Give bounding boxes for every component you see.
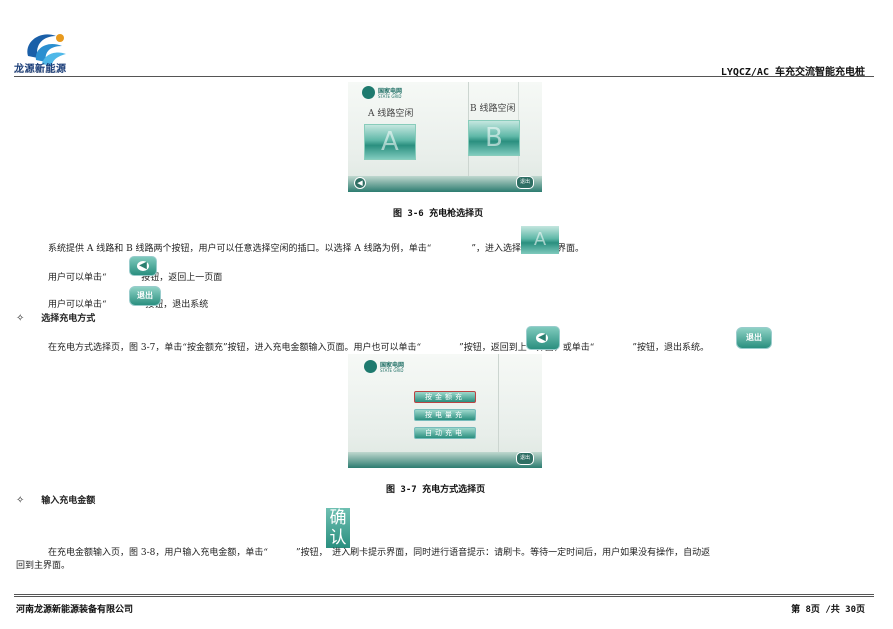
- document-title: LYQCZ/AC 车充交流智能充电桩: [720, 67, 865, 78]
- line-a-button-icon: A: [521, 226, 559, 254]
- footer-rule-top: [14, 594, 874, 595]
- para-exit-instruction: 用户可以单击“”按钮，退出系统: [48, 300, 209, 310]
- section-charge-mode-heading: ✧ 选择充电方式: [16, 313, 96, 324]
- footer-company: 河南龙源新能源装备有限公司: [16, 605, 134, 615]
- brand-cn-2: 国家电网: [380, 362, 405, 369]
- confirm-button-icon: 确认: [326, 508, 350, 548]
- exit-button-icon-inline-2: 退出: [736, 327, 772, 349]
- para-amount-input-line2: 回到主界面。: [16, 561, 71, 571]
- header-rule: [14, 76, 874, 77]
- state-grid-logo-icon: [362, 86, 375, 99]
- figure-3-7-screenshot: 国家电网 STATE GRID 退出: [348, 354, 542, 468]
- line-b-status: B 线路空闲: [470, 104, 516, 114]
- back-arrow-icon-inline-2: ◀: [526, 326, 560, 350]
- charge-by-energy-button[interactable]: 按电量充: [414, 409, 476, 421]
- brand-en-2: STATE GRID: [380, 368, 404, 373]
- figure-3-6-caption: 图 3-6 充电枪选择页: [393, 209, 484, 219]
- company-logo-subtext: LONG YUAN NEW ENERGY: [14, 70, 60, 74]
- line-b-button[interactable]: B: [468, 120, 520, 156]
- footer-rule-bottom: [14, 596, 874, 597]
- para-back-instruction: 用户可以单击“”按钮，返回上一页面: [48, 273, 223, 283]
- para-charge-mode: 在充电方式选择页，图 3-7，单击“按金额充”按钮，进入充电金额输入页面。用户也…: [48, 343, 709, 353]
- brand-en: STATE GRID: [378, 94, 402, 99]
- figure-3-7-caption: 图 3-7 充电方式选择页: [386, 485, 486, 495]
- diamond-bullet-icon-2: ✧: [16, 495, 25, 506]
- auto-charge-button[interactable]: 自动充电: [414, 427, 476, 439]
- line-a-button[interactable]: A: [364, 124, 416, 160]
- diamond-bullet-icon: ✧: [16, 313, 25, 324]
- brand-cn: 国家电网: [378, 88, 403, 95]
- back-arrow-icon-inline: ◀: [129, 256, 157, 276]
- para-line-selection: 系统提供 A 线路和 B 线路两个按钮，用户可以任意选择空闲的插口。以选择 A …: [48, 244, 584, 254]
- company-logo: [27, 34, 66, 66]
- exit-button-icon-inline: 退出: [129, 286, 161, 306]
- footer-page-number: 第 8页 /共 30页: [791, 605, 865, 615]
- state-grid-logo-icon-2: [364, 360, 377, 373]
- back-arrow-icon[interactable]: ◀: [354, 177, 366, 189]
- section-amount-heading: ✧ 输入充电金额: [16, 495, 96, 506]
- exit-button[interactable]: 退出: [516, 176, 534, 189]
- para-amount-input: 在充电金额输入页，图 3-8，用户输入充电金额，单击“”按钮， 进入刷卡提示界面…: [48, 548, 711, 558]
- exit-button-2[interactable]: 退出: [516, 452, 534, 465]
- figure-3-6-screenshot: 国家电网 STATE GRID A 线路空闲 B 线路空闲 A B ◀ 退出: [348, 82, 542, 192]
- company-logo-text: 龙源新能源: [14, 64, 67, 75]
- line-a-status: A 线路空闲: [368, 109, 414, 119]
- charge-by-amount-button[interactable]: 按金额充: [414, 391, 476, 403]
